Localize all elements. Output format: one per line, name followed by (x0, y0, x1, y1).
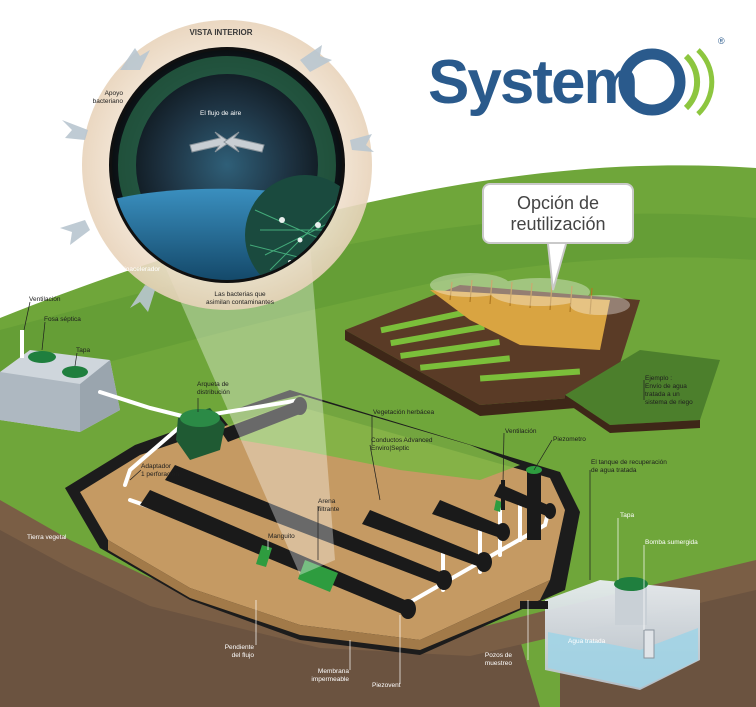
vent-post (501, 480, 505, 510)
inlet-pipe (98, 390, 192, 420)
topsoil-left (0, 520, 540, 707)
distribution-box-shape (176, 408, 225, 460)
label-fosa-septica: Fosa séptica (44, 316, 81, 323)
label-manguito: Manguito (268, 533, 295, 540)
label-piezovent: Piezovent (372, 682, 401, 689)
septic-vent (20, 330, 24, 358)
label-bomba: Bomba sumergida (645, 539, 698, 546)
sand-shadow (108, 540, 550, 650)
reuse-garden (345, 273, 720, 433)
label-adaptador: Adaptador 1 perforación (141, 463, 179, 478)
irrigation-plot (565, 350, 720, 425)
sleeve-band (256, 500, 502, 592)
inset-title: VISTA INTERIOR (189, 28, 253, 37)
conduit-1-end (400, 599, 416, 619)
label-conductos: Conductos Advanced Enviro|Septic (371, 437, 433, 452)
reuse-option-box: Opción de reutilización (482, 183, 634, 244)
advanced-enviro-septic-conduits (140, 397, 556, 619)
label-pozos: Pozos de muestreo (484, 652, 512, 667)
sprinkler-mist (430, 273, 630, 315)
label-tanque: El tanque de recuperación de agua tratad… (591, 459, 667, 474)
piezometer-tube (527, 470, 541, 540)
crop-rows (380, 308, 581, 382)
label-agua-tratada: Agua tratada (568, 638, 606, 645)
label-pendiente: Pendiente del flujo (224, 644, 254, 659)
label-bioacelerador: Bioacelerador (120, 266, 161, 273)
label-membrana: Membrana impermeable (311, 668, 349, 683)
label-piezometro: Piezometro (553, 436, 586, 443)
label-tierra-vegetal: Tierra vegetal (27, 534, 67, 541)
label-apoyo-bacteriano: Apoyo bacteriano (92, 90, 123, 105)
conduit-6-end (293, 397, 307, 415)
label-ventilacion-right: Ventilación (505, 428, 537, 435)
label-ejemplo: Ejemplo : Envío de agua tratada a un sis… (645, 375, 693, 406)
logo-ring-icon (618, 48, 715, 116)
irrigation-plot-edge (565, 395, 700, 433)
tank-riser (615, 585, 647, 625)
conduit-3-end (476, 552, 492, 572)
tank-lid (614, 577, 648, 591)
septic-lid-1 (28, 351, 56, 363)
conduit-4 (432, 500, 506, 540)
label-flujo-aire: El flujo de aire (200, 110, 242, 117)
label-ventilacion-left: Ventilación (29, 296, 61, 303)
conduit-2-end (436, 570, 452, 590)
header-pipe-left (123, 416, 192, 487)
airflow-arrows (189, 131, 265, 153)
pump (643, 629, 655, 659)
conduit-2 (165, 465, 448, 588)
label-vegetacion: Vegetación herbácea (373, 409, 435, 416)
label-bacterias: Las bacterias que asimilan contaminantes (206, 291, 274, 306)
vegetation-cover (220, 395, 520, 480)
recovery-tank (520, 577, 700, 690)
magnifier-beam (160, 245, 335, 575)
registered-mark: ® (718, 36, 725, 46)
brand-logo-text: System (428, 48, 639, 117)
conduit-6 (220, 400, 305, 442)
septic-lid-2 (62, 366, 88, 378)
conduit-4-end (496, 523, 510, 541)
label-arqueta: Arqueta de distribución (197, 381, 230, 396)
conduit-1 (140, 490, 412, 618)
conduit-3 (362, 510, 488, 570)
label-tapa-left: Tapa (76, 347, 91, 354)
grass-shade (0, 213, 756, 390)
inset-view (60, 20, 374, 312)
label-tapa-right: Tapa (620, 512, 635, 519)
conduit-5-end (544, 503, 556, 519)
wheat-stalks (449, 279, 593, 315)
reuse-pointer (547, 243, 567, 291)
septic-tank (0, 330, 120, 432)
outward-arrows (60, 45, 374, 312)
label-arena: Arena filtrante (318, 498, 340, 513)
wheat-field (430, 290, 610, 350)
